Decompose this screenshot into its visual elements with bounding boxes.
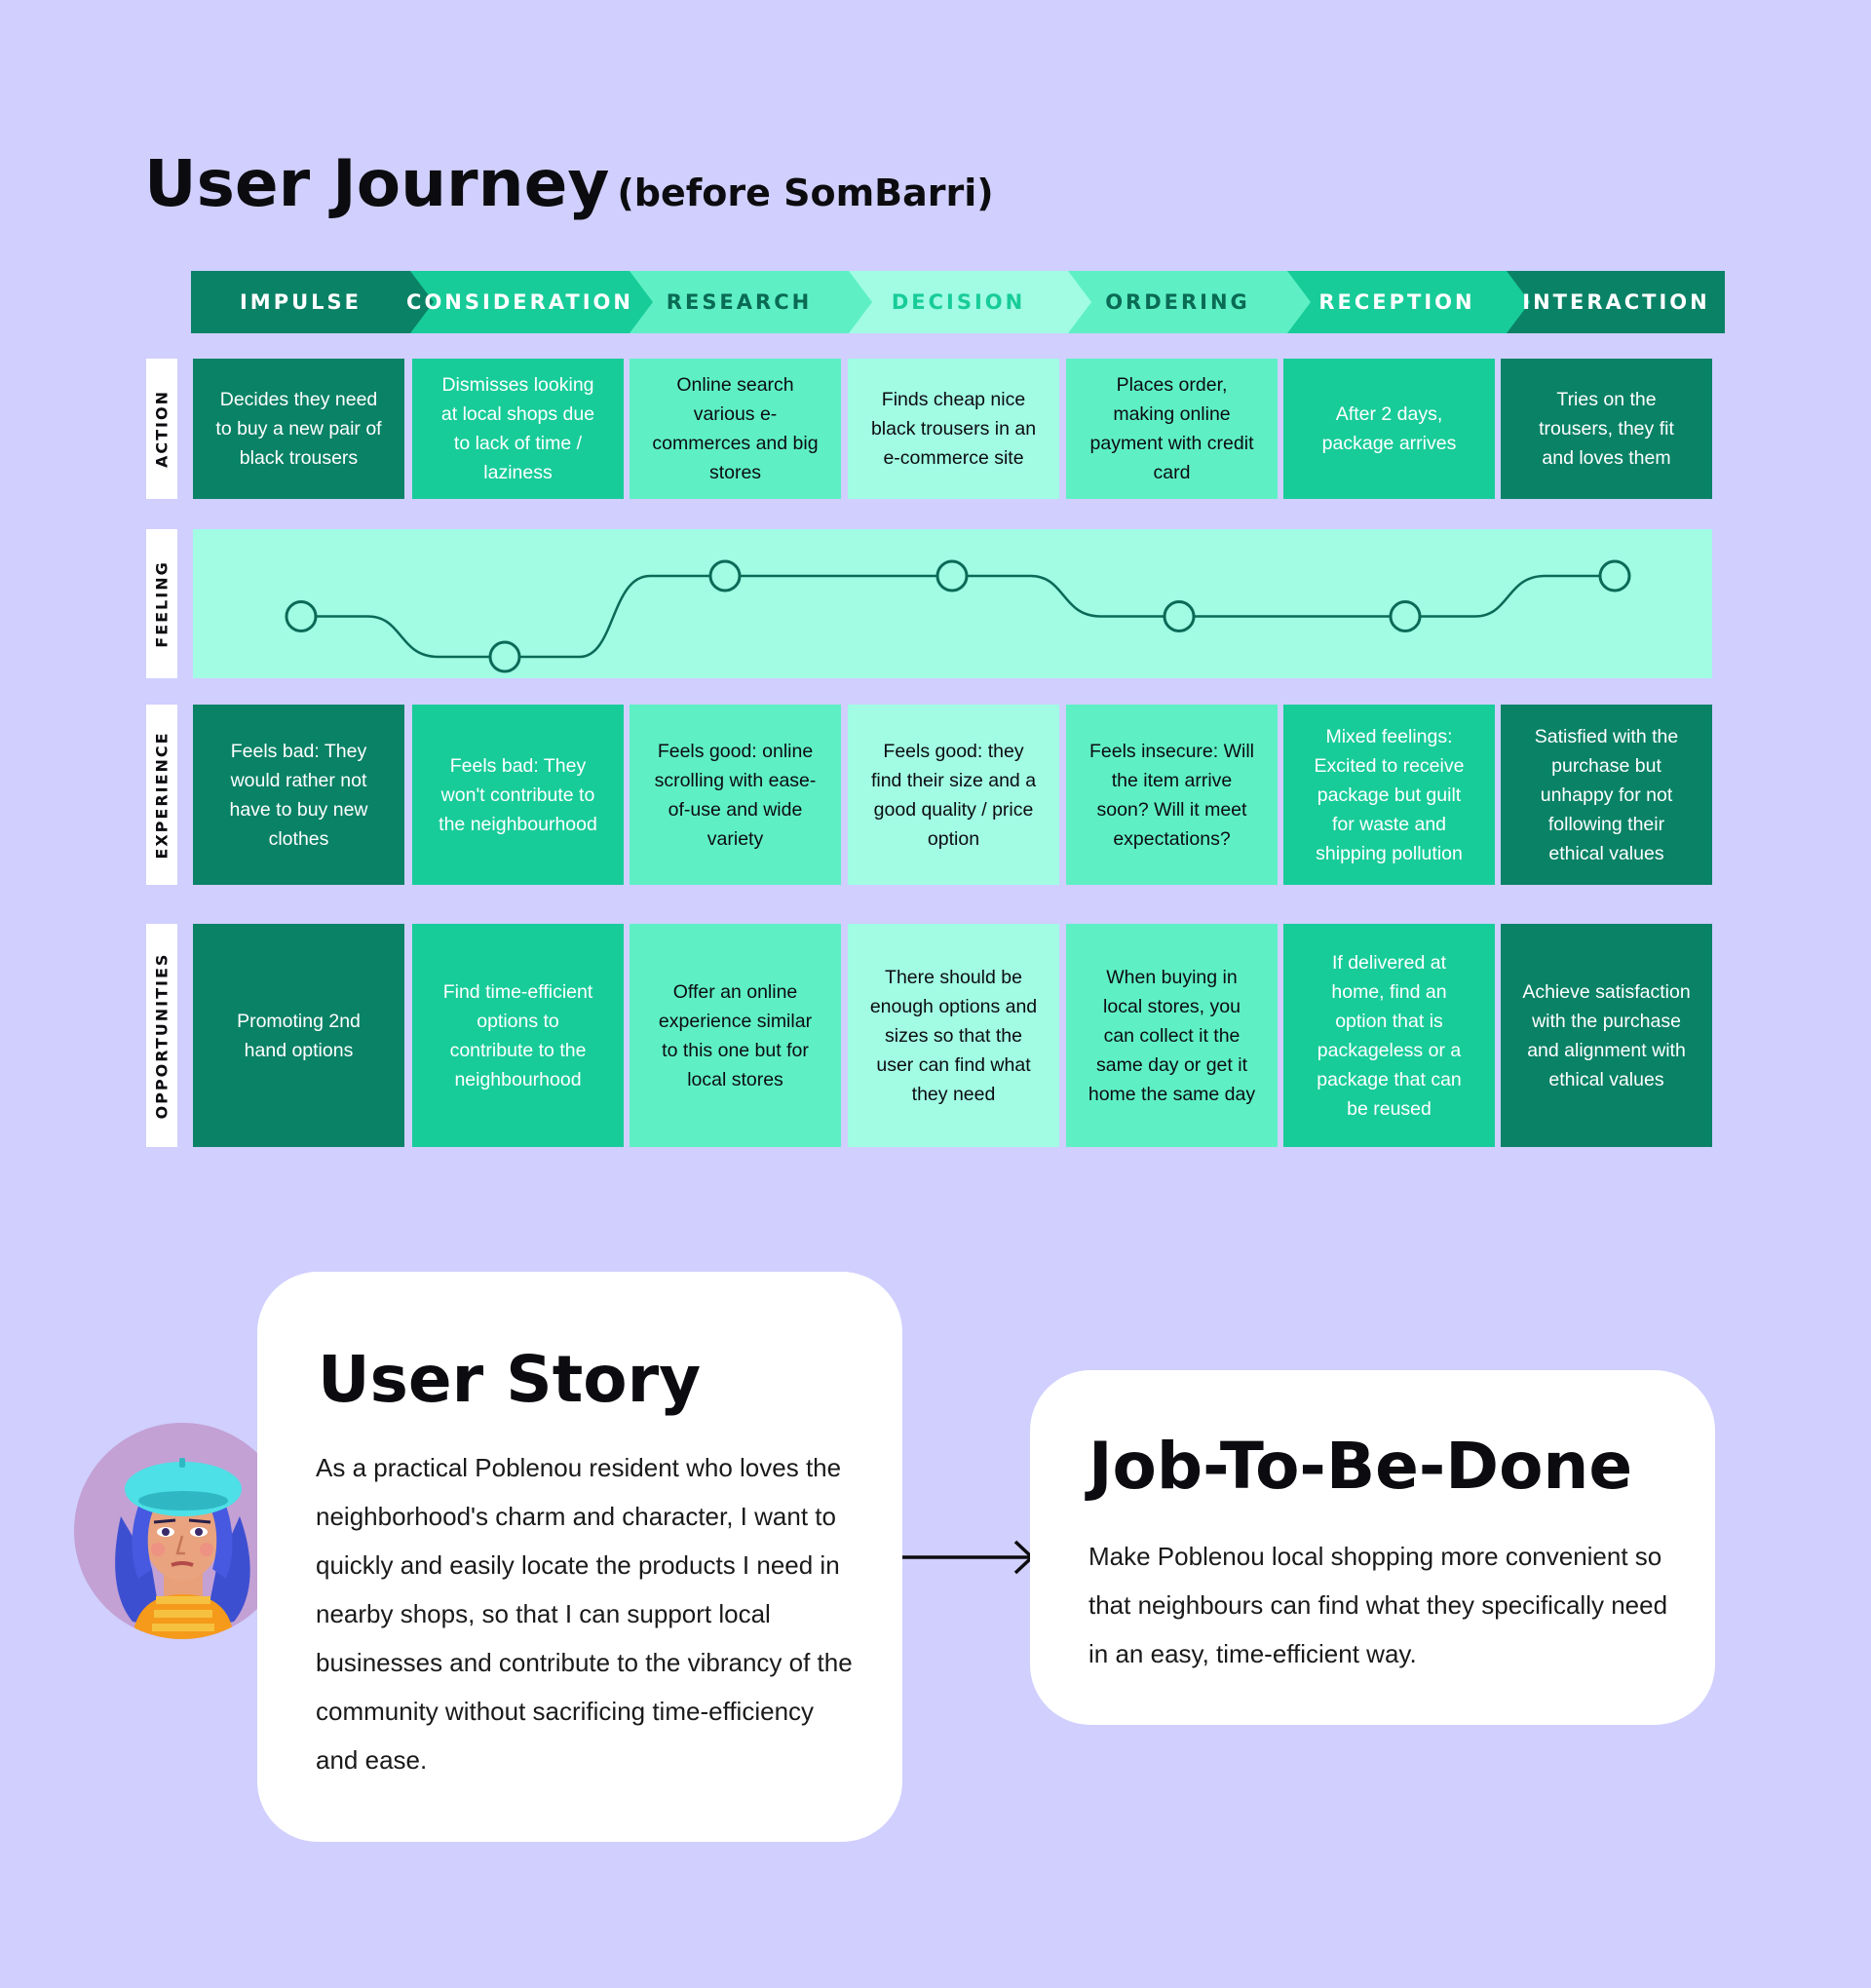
- action-cell: Tries on the trousers, they fit and love…: [1501, 359, 1712, 499]
- stage-interaction: INTERACTION: [1522, 290, 1710, 314]
- opportunities-cell: Find time-efficient options to contribut…: [412, 924, 624, 1147]
- stage-reception: RECEPTION: [1318, 290, 1475, 314]
- row-label-opportunities: OPPORTUNITIES: [146, 924, 177, 1147]
- stage-bar: IMPULSE CONSIDERATION RESEARCH DECISION …: [191, 271, 1725, 333]
- feeling-point-research: [708, 559, 742, 593]
- stage-arrow-research: [630, 271, 872, 333]
- jtbd-text: Make Poblenou local shopping more conven…: [1088, 1542, 1668, 1668]
- feeling-point-ordering: [1163, 600, 1196, 632]
- stage-decision: DECISION: [891, 290, 1026, 314]
- action-cell: After 2 days, package arrives: [1283, 359, 1495, 499]
- feeling-chart: [193, 529, 1712, 678]
- opportunities-cell: When buying in local stores, you can col…: [1066, 924, 1278, 1147]
- experience-cell: Feels bad: They won't contribute to the …: [412, 705, 624, 885]
- row-label-experience: EXPERIENCE: [146, 705, 177, 885]
- action-cell: Dismisses looking at local shops due to …: [412, 359, 624, 499]
- stage-impulse: IMPULSE: [239, 290, 362, 314]
- action-cell: Finds cheap nice black trousers in an e-…: [848, 359, 1059, 499]
- opportunities-cell: Promoting 2nd hand options: [193, 924, 404, 1147]
- row-label-action: ACTION: [146, 359, 177, 499]
- jtbd-card: Job-To-Be-Done Make Poblenou local shopp…: [1030, 1370, 1715, 1725]
- stage-research: RESEARCH: [666, 290, 813, 314]
- stage-arrow-impulse: [191, 271, 434, 333]
- opportunities-cell: Achieve satisfaction with the purchase a…: [1501, 924, 1712, 1147]
- feeling-point-impulse: [285, 600, 318, 632]
- stage-ordering: ORDERING: [1105, 290, 1250, 314]
- experience-cell: Mixed feelings: Excited to receive packa…: [1283, 705, 1495, 885]
- experience-cell: Feels good: online scrolling with ease-o…: [630, 705, 841, 885]
- stage-arrows: [191, 271, 1725, 333]
- experience-cell: Feels good: they find their size and a g…: [848, 705, 1059, 885]
- action-cell: Places order, making online payment with…: [1066, 359, 1278, 499]
- user-story-card: User Story As a practical Poblenou resid…: [257, 1272, 902, 1842]
- title-subtitle: (before SomBarri): [617, 172, 994, 214]
- title-main: User Journey: [144, 146, 610, 221]
- stage-arrow-consideration: [410, 271, 653, 333]
- jtbd-title: Job-To-Be-Done: [1088, 1429, 1633, 1504]
- stage-arrow-reception: [1287, 271, 1530, 333]
- feeling-point-interaction: [1598, 559, 1631, 593]
- stage-arrow-ordering: [1068, 271, 1311, 333]
- experience-cell: Feels bad: They would rather not have to…: [193, 705, 404, 885]
- user-story-text: As a practical Poblenou resident who lov…: [316, 1453, 853, 1775]
- stage-consideration: CONSIDERATION: [406, 290, 633, 314]
- user-story-title: User Story: [318, 1342, 702, 1417]
- row-label-feeling: FEELING: [146, 529, 177, 678]
- avatar: [74, 1423, 290, 1639]
- stage-arrow-interaction: [1507, 271, 1725, 333]
- opportunities-cell: There should be enough options and sizes…: [848, 924, 1059, 1147]
- feeling-point-consideration: [488, 640, 521, 673]
- page-title: User Journey(before SomBarri): [144, 146, 994, 221]
- opportunities-cell: Offer an online experience similar to th…: [630, 924, 841, 1147]
- stage-arrow-decision: [849, 271, 1091, 333]
- experience-cell: Feels insecure: Will the item arrive soo…: [1066, 705, 1278, 885]
- opportunities-cell: If delivered at home, find an option tha…: [1283, 924, 1495, 1147]
- experience-cell: Satisfied with the purchase but unhappy …: [1501, 705, 1712, 885]
- arrow-icon: [902, 1538, 1035, 1577]
- action-cell: Decides they need to buy a new pair of b…: [193, 359, 404, 499]
- action-cell: Online search various e-commerces and bi…: [630, 359, 841, 499]
- feeling-point-decision: [936, 559, 969, 593]
- feeling-point-reception: [1389, 600, 1422, 632]
